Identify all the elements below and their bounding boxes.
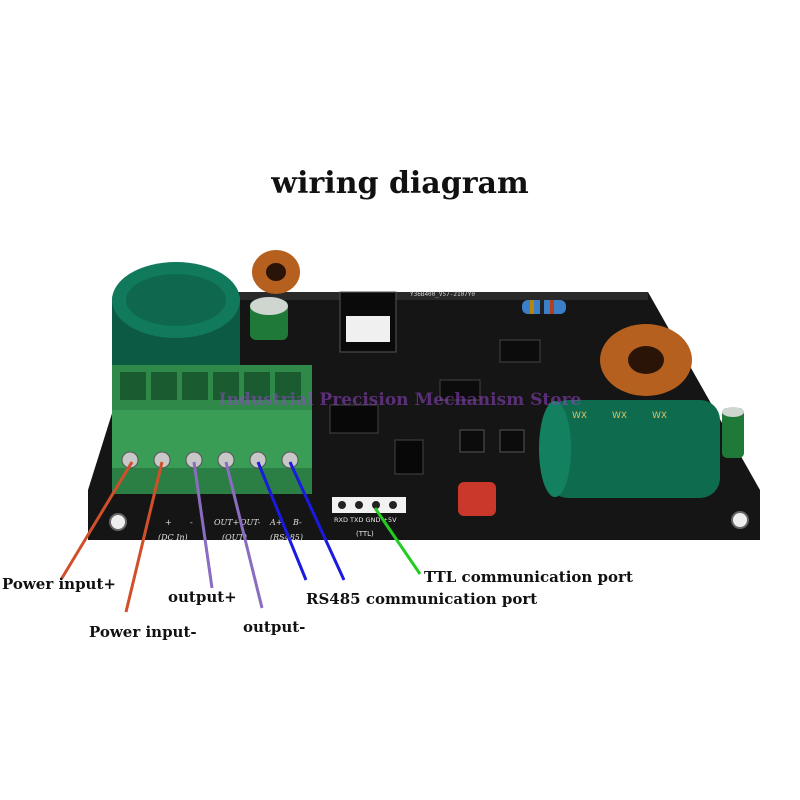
capacitor-red	[458, 482, 496, 516]
silkscreen-a-plus: A+	[269, 518, 282, 527]
ic-chip-regulator	[394, 439, 424, 475]
toroid-inductor-right	[600, 324, 692, 396]
capacitor-small-right	[722, 407, 744, 458]
callout-ttl: TTL communication port	[424, 568, 633, 586]
silkscreen-dc-plus: +	[165, 518, 172, 527]
silkscreen-rs485-group: (RS485)	[270, 533, 303, 542]
callout-line-power-input-minus	[124, 461, 164, 613]
ttl-header: RXD TXD GND +5V (TTL)	[332, 497, 406, 538]
diagram-title: wiring diagram	[271, 166, 529, 201]
transistor	[459, 429, 485, 453]
mount-hole	[731, 511, 749, 529]
toroid-inductor-left	[252, 250, 300, 294]
callout-rs485: RS485 communication port	[306, 590, 538, 608]
ic-chip-top	[339, 291, 397, 353]
board-marking: Y36B400_V57-2107Y0	[410, 291, 475, 298]
silkscreen-out-group: (OUT)	[222, 533, 247, 542]
callout-line-rs485-a	[256, 461, 308, 581]
resistor	[522, 300, 566, 314]
terminal-screw	[249, 451, 267, 469]
ic-chip-main	[329, 404, 379, 434]
terminal-block	[112, 365, 312, 494]
callout-line-output-minus	[224, 461, 264, 609]
callout-line-power-input-plus	[60, 461, 134, 579]
ic-chip	[439, 379, 481, 401]
capacitor-marking: WX	[572, 411, 587, 421]
callout-power-input-minus: Power input-	[89, 623, 197, 641]
capacitor-left	[112, 262, 240, 382]
transistor	[499, 429, 525, 453]
silkscreen-out-plus: OUT+	[214, 518, 239, 527]
silkscreen-out-minus: OUT-	[240, 518, 261, 527]
watermark: Industrial Precision Mechanism Store	[218, 390, 582, 410]
silkscreen-dc-minus: -	[190, 518, 193, 527]
ic-chip	[499, 339, 541, 363]
capacitor-small	[250, 297, 288, 340]
capacitor-marking: WX	[652, 411, 667, 421]
silkscreen-b-minus: B-	[292, 518, 302, 527]
mount-hole	[109, 513, 127, 531]
capacitor-right: WX WX WX	[539, 400, 720, 498]
callout-line-ttl	[373, 507, 422, 575]
capacitor-marking: WX	[612, 411, 627, 421]
callout-line-output-plus	[192, 461, 214, 589]
callout-power-input-plus: Power input+	[2, 575, 116, 593]
silkscreen-ttl-group: (TTL)	[356, 530, 374, 538]
silkscreen-dc-in: (DC In)	[158, 533, 188, 542]
callout-output-plus: output+	[168, 588, 237, 606]
callout-line-rs485-b	[288, 461, 346, 581]
silkscreen-ttl-pins: RXD TXD GND +5V	[334, 516, 397, 524]
callout-output-minus: output-	[243, 618, 306, 636]
terminal-screw	[281, 451, 299, 469]
